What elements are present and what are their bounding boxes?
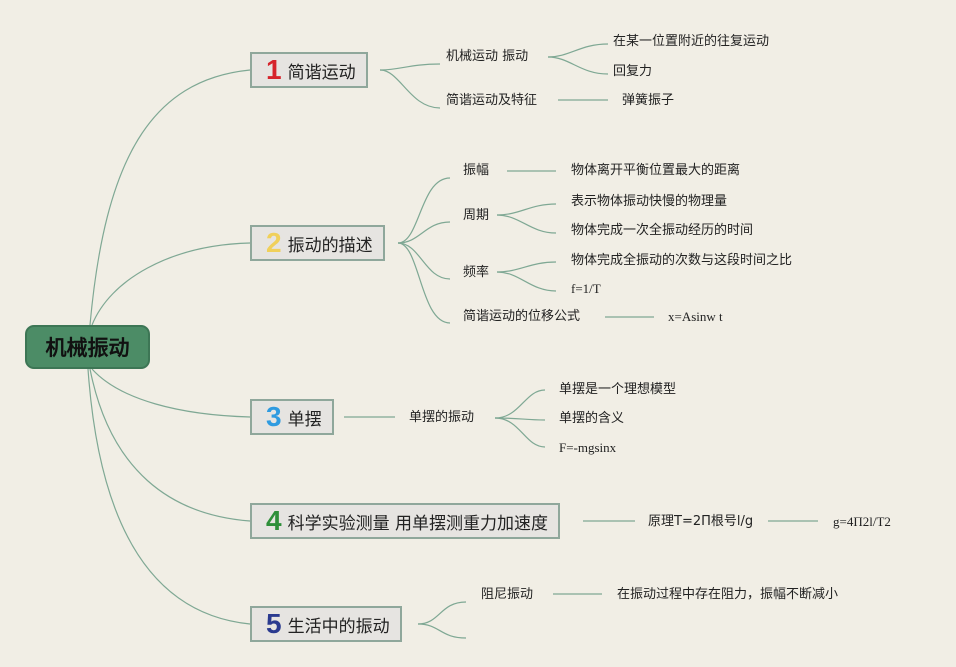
topic-5-node[interactable]: 5 生活中的振动 [250,606,402,642]
topic-5-child-1[interactable]: 阻尼振动 [481,587,534,602]
topic-2-label: 振动的描述 [287,235,373,256]
topic-2-number: 2 [266,227,282,258]
topic-1-child-1-leaf-2[interactable]: 回复力 [613,64,653,79]
link-t5-2 [417,623,467,639]
link-t1a-1 [547,43,609,58]
topic-1-label: 简谐运动 [287,62,356,83]
topic-2-child-3-leaf-1[interactable]: 物体完成全振动的次数与这段时间之比 [571,253,793,268]
link-t2-1 [397,177,451,244]
link-t3a-3 [494,417,546,448]
topic-3-child-1-leaf-2[interactable]: 单摆的含义 [559,411,625,426]
topic-1-child-1-leaf-1[interactable]: 在某一位置附近的往复运动 [613,34,770,49]
link-t2c-1 [496,261,557,273]
link-root-topic5 [87,368,251,625]
link-t2b-2 [496,214,557,234]
link-t2c-2 [496,271,557,292]
link-t1-a [379,63,441,71]
topic-4-label: 科学实验测量 用单摆测重力加速度 [287,513,548,534]
link-t3a-1 [494,389,546,419]
topic-1-node[interactable]: 1 简谐运动 [250,52,368,88]
topic-1-child-1[interactable]: 机械运动 振动 [446,49,529,64]
link-root-topic1 [89,69,251,326]
link-root-topic3 [91,368,251,418]
link-t2b-1 [496,203,557,216]
topic-3-node[interactable]: 3 单摆 [250,399,334,435]
topic-5-label: 生活中的振动 [287,616,390,637]
link-t2-2 [397,221,451,244]
topic-3-child-1-leaf-1[interactable]: 单摆是一个理想模型 [559,382,677,397]
topic-2-child-4-leaf-1[interactable]: x=Asinw t [668,309,723,324]
topic-4-node[interactable]: 4 科学实验测量 用单摆测重力加速度 [250,503,560,539]
topic-2-child-2[interactable]: 周期 [463,208,490,223]
topic-2-child-3[interactable]: 频率 [463,265,490,280]
topic-3-child-1[interactable]: 单摆的振动 [409,410,475,425]
link-root-topic4 [89,368,251,522]
topic-1-child-2-leaf-1[interactable]: 弹簧振子 [622,93,675,108]
link-t1-b [379,69,441,109]
topic-2-child-1-leaf-1[interactable]: 物体离开平衡位置最大的距离 [571,163,741,178]
topic-4-child-1-leaf-1[interactable]: g=4Π2l/T2 [833,514,891,529]
root-node[interactable]: 机械振动 [25,325,150,369]
link-root-topic2 [91,242,251,326]
topic-5-number: 5 [266,608,282,639]
topic-2-node[interactable]: 2 振动的描述 [250,225,385,261]
topic-4-child-1[interactable]: 原理T=2Π根号l/g [648,514,754,529]
link-t2-4 [397,242,451,324]
topic-1-number: 1 [266,54,282,85]
link-t5-1 [417,601,467,625]
topic-4-number: 4 [266,505,282,536]
topic-3-label: 单摆 [287,409,322,430]
link-t1a-2 [547,56,609,75]
topic-5-child-1-leaf-1[interactable]: 在振动过程中存在阻力，振幅不断减小 [617,587,839,602]
topic-3-child-1-leaf-3[interactable]: F=-mgsinx [559,440,617,455]
topic-2-child-2-leaf-1[interactable]: 表示物体振动快慢的物理量 [571,194,728,209]
topic-2-child-1[interactable]: 振幅 [463,163,490,178]
topic-2-child-2-leaf-2[interactable]: 物体完成一次全振动经历的时间 [571,223,754,238]
topic-2-child-4[interactable]: 简谐运动的位移公式 [463,309,581,324]
link-t2-3 [397,242,451,280]
topic-3-number: 3 [266,401,282,432]
topic-2-child-3-leaf-2[interactable]: f=1/T [571,281,601,296]
topic-1-child-2[interactable]: 简谐运动及特征 [446,93,538,108]
